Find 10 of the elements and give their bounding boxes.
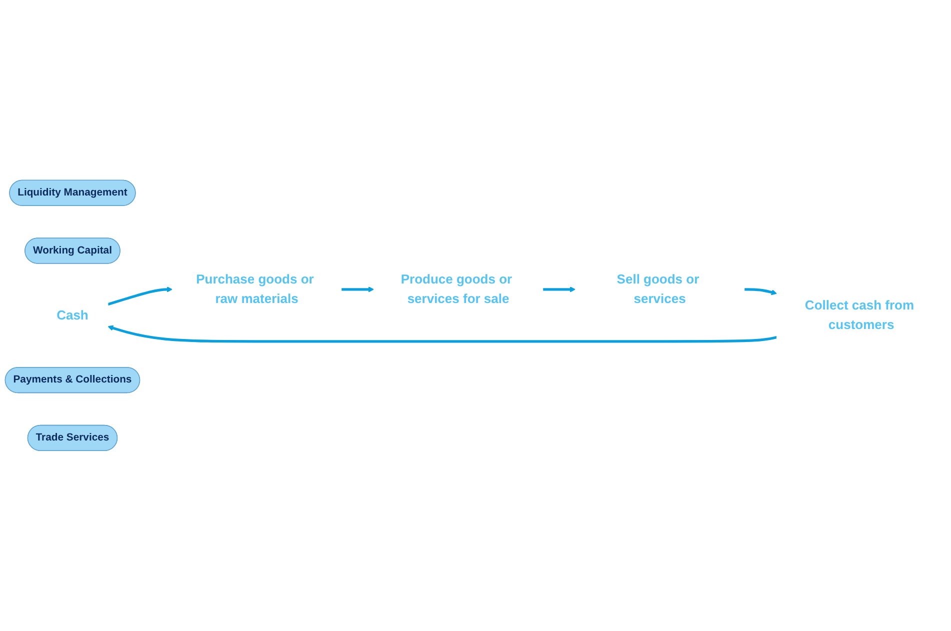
node-text: Sell goods or services: [616, 272, 700, 306]
arrow: [542, 286, 576, 292]
node-text: Cash: [56, 308, 88, 323]
arrow: [341, 286, 374, 292]
arrow: [108, 325, 778, 343]
arrow: [744, 288, 778, 296]
node-text: Produce goods or services for sale: [400, 272, 512, 306]
node-text: Purchase goods or raw materials: [196, 272, 314, 306]
arrow: [108, 286, 173, 306]
node-text: Collect cash from customers: [804, 298, 914, 332]
